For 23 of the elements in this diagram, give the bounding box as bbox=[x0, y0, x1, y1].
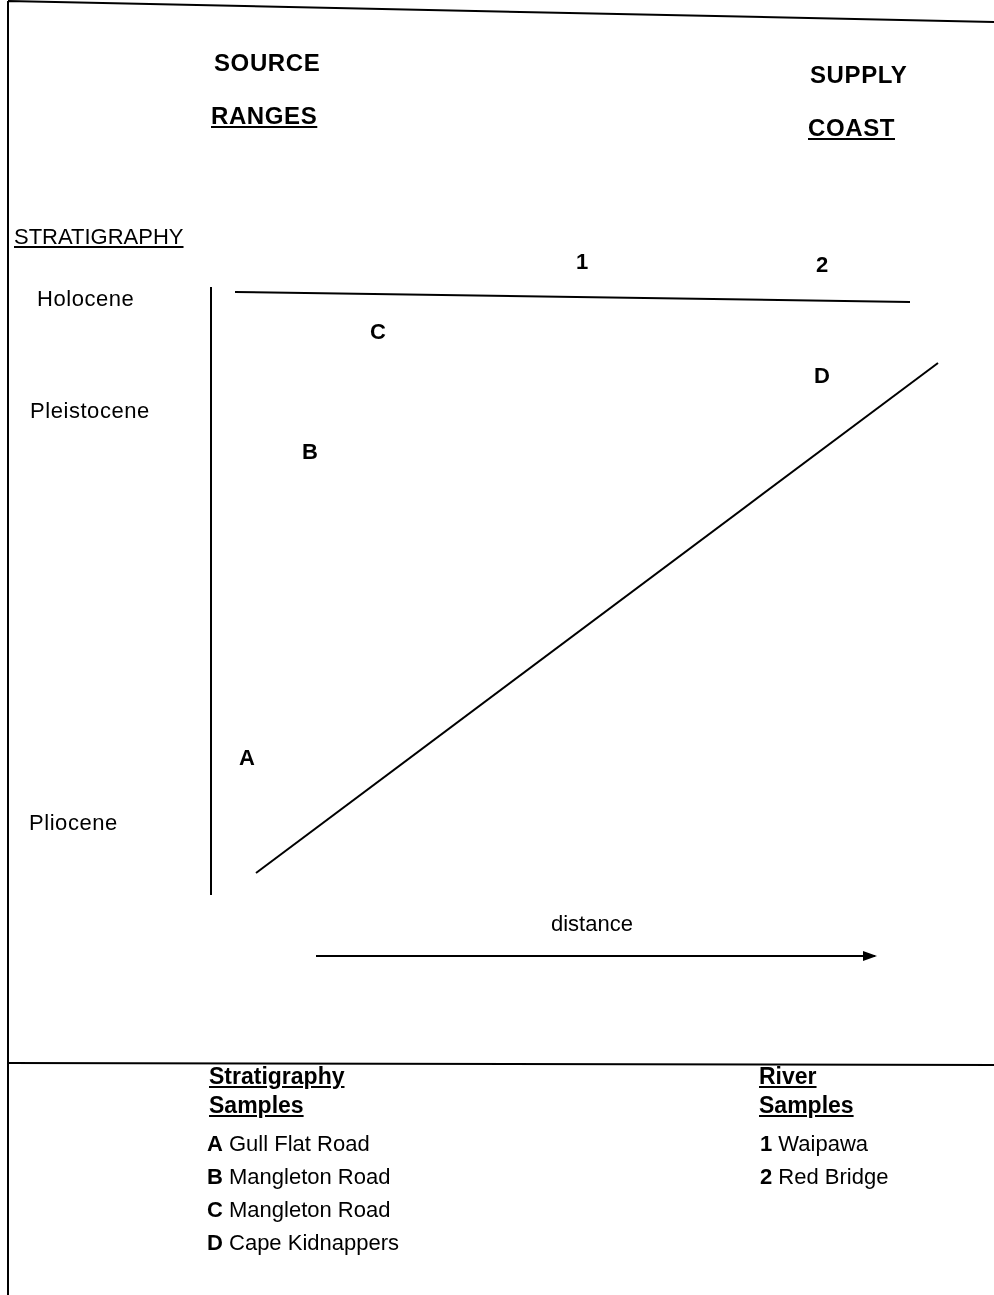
column-heading: SOURCE bbox=[214, 48, 321, 78]
sample-letter: B bbox=[302, 438, 318, 466]
axis-label: distance bbox=[551, 910, 633, 938]
sample-letter: D bbox=[814, 362, 830, 390]
sample-entry: 2 Red Bridge bbox=[760, 1163, 889, 1191]
sample-number: 1 bbox=[576, 248, 589, 276]
sample-number: 2 bbox=[816, 251, 829, 279]
sample-entry: D Cape Kidnappers bbox=[207, 1229, 399, 1257]
list-heading: Stratigraphy Samples bbox=[209, 1062, 346, 1120]
sample-entry: B Mangleton Road bbox=[207, 1163, 391, 1191]
column-heading: RANGES bbox=[211, 101, 318, 131]
axis-title: STRATIGRAPHY bbox=[14, 223, 184, 251]
sample-letter: C bbox=[370, 318, 386, 346]
column-heading: COAST bbox=[808, 113, 895, 143]
sample-entry: A Gull Flat Road bbox=[207, 1130, 370, 1158]
sample-entry: C Mangleton Road bbox=[207, 1196, 391, 1224]
column-heading: SUPPLY bbox=[810, 60, 908, 90]
epoch-label: Pleistocene bbox=[30, 397, 150, 425]
sample-entry: 1 Waipawa bbox=[760, 1130, 869, 1158]
sample-letter: A bbox=[239, 744, 255, 772]
epoch-label: Pliocene bbox=[29, 809, 118, 837]
list-heading: River Samples bbox=[759, 1062, 855, 1120]
epoch-label: Holocene bbox=[37, 285, 135, 313]
